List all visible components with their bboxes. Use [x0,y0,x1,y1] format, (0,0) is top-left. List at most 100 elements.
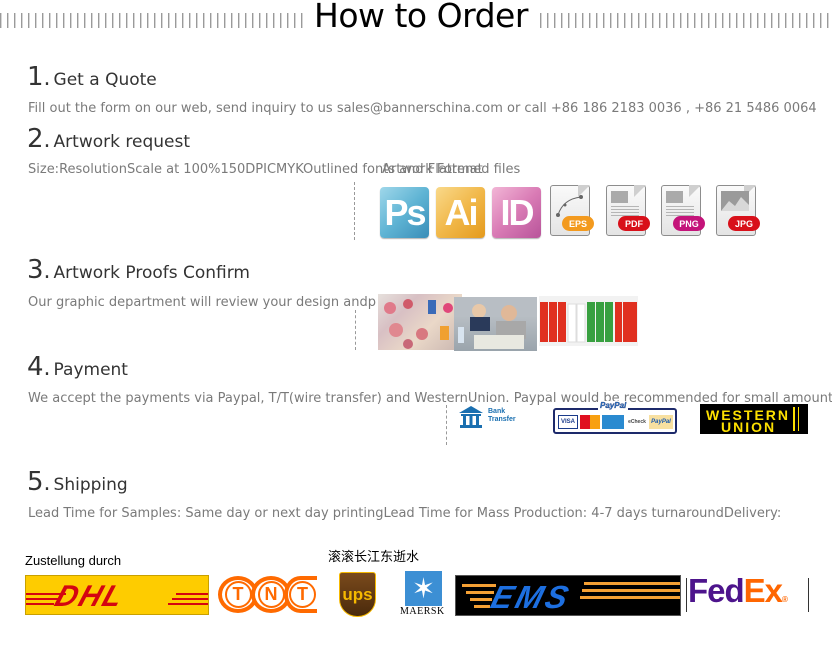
png-badge: PNG [673,216,705,231]
dhl-stripe [26,603,54,605]
dashed-divider [446,405,447,445]
photoshop-label: Ps [384,191,426,233]
visa-card-icon: VISA [558,415,578,429]
step-2-text: Size:ResolutionScale at 100%150DPICMYKOu… [28,162,521,177]
bank-label-line1: Bank [488,408,506,415]
dhl-stripe [26,598,60,600]
dhl-stripe [168,603,208,605]
illustrator-label: Ai [444,191,479,233]
file-corner [634,185,646,197]
maersk-label: MAERSK [400,606,445,617]
ems-stripe [582,589,680,592]
tnt-letter: T [289,581,316,608]
artwork-format-label: Artwork Format [382,162,483,177]
file-thumbnail [611,191,628,203]
step-3-heading: 3.Artwork Proofs Confirm [27,255,250,285]
step-4-heading: 4.Payment [27,352,128,382]
header-stripes-left [0,13,308,28]
image-thumbnail-icon [721,191,749,211]
page-title: How to Order [314,0,528,35]
designers-illustration [454,297,537,349]
dashed-divider [354,182,355,240]
dhl-logo: DHL [25,575,209,615]
printed-banners-photo [539,296,638,346]
photoshop-icon: Ps [380,187,429,238]
step-5-text: Lead Time for Samples: Same day or next … [28,506,782,521]
ems-stripe [584,582,680,585]
step-dot: . [43,259,51,284]
fedex-logo: FedEx® [688,572,788,610]
step-4-text: We accept the payments via Paypal, T/T(w… [28,391,832,406]
step-title: Shipping [53,475,128,495]
ems-logo: EMS [455,575,681,616]
pdf-file-icon: PDF [606,185,650,238]
step-5-heading: 5.Shipping [27,467,128,497]
western-union-logo: WESTERN UNION [700,404,808,434]
step-2-heading: 2.Artwork request [27,124,190,154]
dhl-stripe [176,593,208,595]
step-title: Payment [53,360,128,380]
illustrator-icon: Ai [436,187,485,238]
step-3-text: Our graphic department will review your … [28,295,376,310]
step-number: 3 [27,255,44,285]
ems-stripe [474,605,490,608]
step-dot: . [43,471,51,496]
file-corner [689,185,701,197]
fedex-divider [686,578,687,612]
printed-stickers-photo [378,294,462,350]
paypal-card-icon: PayPal [649,415,673,429]
chinese-caption: 滚滚长江东逝水 [328,550,420,565]
ems-stripe [470,598,492,601]
step-number: 1 [27,62,44,92]
bank-building-icon [459,406,483,428]
step-dot: . [43,128,51,153]
indesign-icon: ID [492,187,541,238]
step-number: 2 [27,124,44,154]
eps-badge: EPS [562,216,594,231]
jpg-file-icon: JPG [716,185,760,238]
step-1-text: Fill out the form on our web, send inqui… [28,101,817,116]
step-1-heading: 1.Get a Quote [27,62,157,92]
step-number: 5 [27,467,44,497]
page-header: How to Order [0,0,832,38]
fedex-divider [808,578,809,612]
tnt-letter: N [257,581,285,608]
stickers-illustration [384,299,453,349]
registered-mark: ® [782,595,788,604]
wu-bar [793,407,795,431]
bezier-curve-icon [556,195,583,217]
tnt-logo-t2: T [284,576,317,613]
indesign-label: ID [500,191,535,233]
banners-illustration [540,302,637,343]
step-dot: . [43,66,51,91]
dhl-caption: Zustellung durch [25,553,122,568]
echeck-icon: eCheck [626,415,648,429]
pdf-badge: PDF [618,216,650,231]
ems-stripe [466,591,494,594]
eps-file-icon: EPS [550,185,594,238]
ups-logo: ups [339,572,376,617]
fedex-fe: Fed [688,572,745,609]
wu-bar [798,407,799,431]
designers-at-desk-photo [454,297,537,351]
dhl-text: DHL [50,580,130,613]
amex-card-icon [602,415,624,429]
png-file-icon: PNG [661,185,705,238]
step-title: Artwork Proofs Confirm [53,263,250,283]
maersk-star-icon: ✶ [405,571,442,606]
bank-label-line2: Transfer [488,416,516,423]
paypal-title-text: PayPal [600,401,627,410]
ems-stripe [580,596,680,599]
western-union-line2: UNION [721,419,777,435]
file-lines [666,206,694,216]
step-title: Get a Quote [53,70,157,90]
dashed-divider [355,310,356,350]
step-number: 4 [27,352,44,382]
dhl-stripe [26,593,66,595]
tnt-letter: T [224,581,252,608]
western-union-line1: WESTERN [706,407,790,423]
file-lines [611,206,639,216]
paypal-title: PayPal [598,401,629,410]
